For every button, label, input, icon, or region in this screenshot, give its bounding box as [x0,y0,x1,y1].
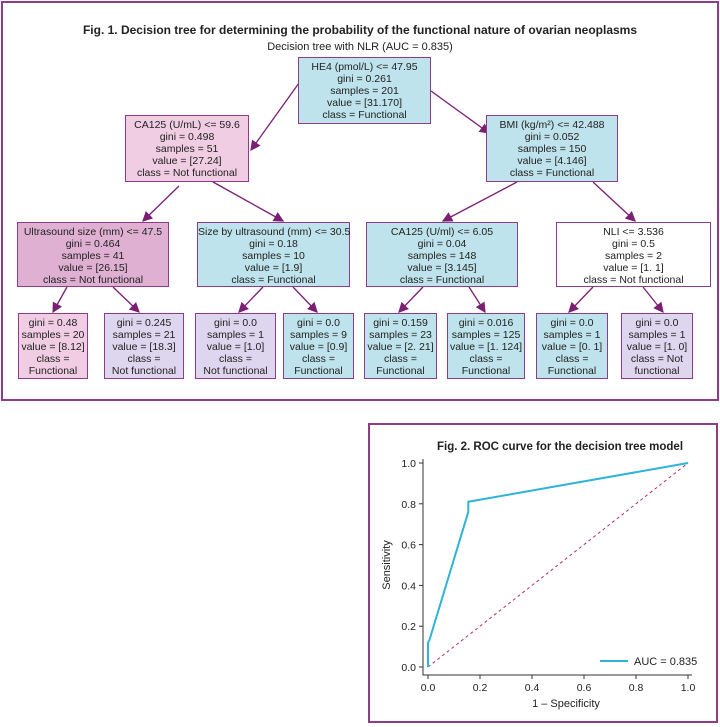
edge-l-lr [212,181,285,222]
x-tick-label: 0.4 [525,682,540,694]
edge-rr-rrl [568,286,594,313]
roc-axes [422,459,692,676]
edge-lr-lrr [292,286,318,313]
roc-title: Fig. 2. ROC curve for the decision tree … [437,441,683,453]
edge-ll-llr [112,286,140,313]
x-tick-label: 0.8 [629,682,644,694]
roc-chart-panel: Fig. 2. ROC curve for the decision tree … [368,423,718,723]
y-tick-label: 0.4 [401,580,416,592]
x-tick-label: 0.6 [577,682,592,694]
roc-chart: Fig. 2. ROC curve for the decision tree … [381,441,697,710]
x-tick-label: 1.0 [681,682,696,694]
edge-ll-lll [52,286,68,314]
edge-rl-rll [398,286,424,313]
fig1-title: Fig. 1. Decision tree for determining th… [82,23,638,37]
edge-r-rl [441,181,518,222]
edge-lr-lrl [238,286,264,313]
fig1-subtitle: Decision tree with NLR (AUC = 0.835) [267,41,453,53]
edge-l-ll [142,185,180,222]
roc-curve-line [427,462,689,667]
decision-tree-panel: Fig. 1. Decision tree for determining th… [1,1,719,401]
edge-root-r [430,90,491,134]
y-tick-label: 0.0 [401,662,416,674]
y-tick-label: 0.8 [401,499,416,511]
y-tick-label: 0.2 [401,621,416,633]
roc-reference-diagonal [427,462,689,668]
roc-y-ticks: 0.0 0.2 0.4 0.6 0.8 1.0 [401,458,423,674]
roc-y-label: Sensitivity [381,540,393,590]
edge-rr-rrr [642,286,664,314]
x-tick-label: 0.0 [421,682,436,694]
legend-label: AUC = 0.835 [634,656,697,668]
y-tick-label: 1.0 [401,458,416,470]
edge-root-l [250,82,300,152]
roc-legend: AUC = 0.835 [600,656,697,668]
y-tick-label: 0.6 [401,540,416,552]
roc-x-label: 1 – Specificity [532,698,600,710]
x-tick-label: 0.2 [473,682,488,694]
edge-rl-rlr [468,286,486,314]
roc-x-ticks: 0.0 0.2 0.4 0.6 0.8 1.0 [421,675,696,694]
edge-r-rr [592,181,636,222]
axis-lines [422,459,692,676]
